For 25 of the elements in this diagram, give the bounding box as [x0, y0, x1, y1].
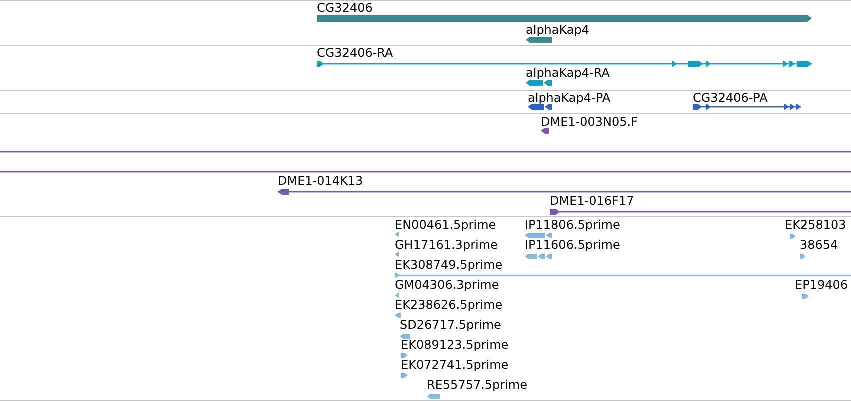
feature-label: alphaKap4: [526, 23, 590, 37]
feature-label: EK238626.5prime: [395, 298, 503, 312]
feature-label: EK089123.5prime: [401, 338, 509, 352]
feature-label: alphaKap4-PA: [528, 91, 611, 105]
feature-label: IP11806.5prime: [525, 218, 620, 232]
feature-label: SD26717.5prime: [400, 318, 502, 332]
feature-label: DME1-014K13: [278, 174, 364, 188]
feature-label: GH17161.3prime: [395, 238, 498, 252]
feature-label: DME1-016F17: [550, 194, 634, 208]
feature-line: [0, 171, 851, 173]
feature-label: IP11606.5prime: [525, 238, 620, 252]
feature-label: EK308749.5prime: [395, 258, 503, 272]
feature-label: alphaKap4-RA: [526, 66, 610, 80]
feature-label: RE55757.5prime: [427, 378, 528, 392]
feature-label: EN00461.5prime: [395, 218, 496, 232]
feature-label: GM04306.3prime: [395, 278, 500, 292]
feature-label: CG32406-RA: [317, 46, 394, 60]
feature-label: CG32406: [317, 1, 373, 15]
feature-label: EP19406: [795, 278, 848, 292]
feature-label: 38654: [800, 238, 838, 252]
feature-label: CG32406-PA: [693, 91, 768, 105]
feature-line: [0, 151, 851, 153]
feature-label: EK072741.5prime: [401, 358, 509, 372]
feature-label: DME1-003N05.F: [541, 115, 638, 129]
feature-label: EK258103: [785, 218, 846, 232]
